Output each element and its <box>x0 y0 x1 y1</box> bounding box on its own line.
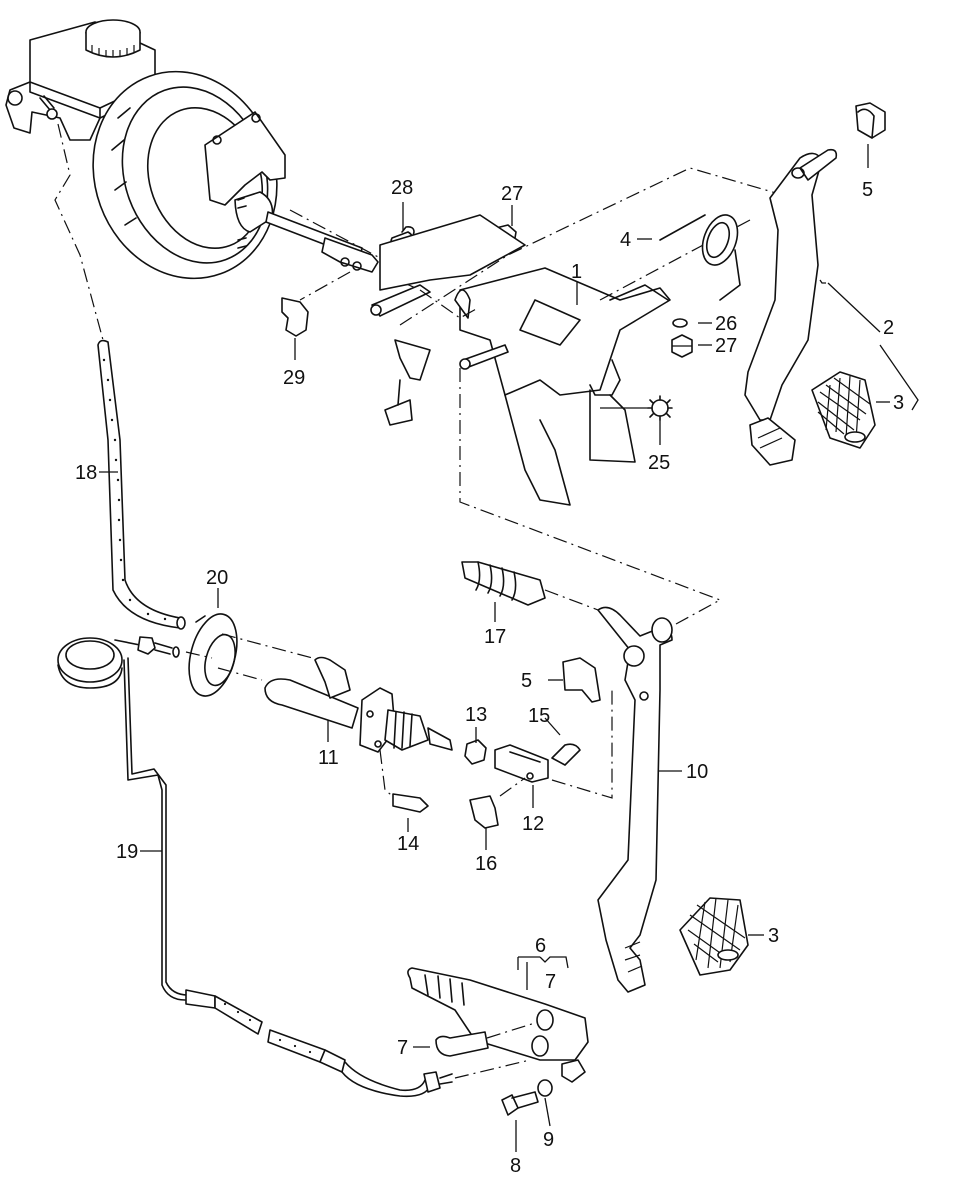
callout-28: 28 <box>391 177 413 199</box>
clip-16 <box>469 795 499 829</box>
callout-8: 8 <box>510 1155 521 1177</box>
callout-3-lower: 3 <box>768 925 779 947</box>
brake-servo <box>92 70 379 280</box>
bolt-14 <box>392 793 429 813</box>
callout-13: 13 <box>465 704 487 726</box>
washer-9 <box>537 1079 553 1097</box>
callout-11: 11 <box>318 747 339 769</box>
callout-29: 29 <box>283 367 305 389</box>
pressure-line-19 <box>57 636 453 1098</box>
bushing-4 <box>659 214 741 301</box>
bleed-valve <box>435 1031 489 1057</box>
leader-lines <box>99 144 890 1152</box>
callout-17: 17 <box>484 626 506 648</box>
callout-5-lower: 5 <box>521 670 532 692</box>
nut-27-lower <box>671 334 693 358</box>
callout-15: 15 <box>528 705 550 727</box>
clutch-pedal <box>597 606 673 993</box>
callout-16: 16 <box>475 853 497 875</box>
callout-4: 4 <box>620 229 631 251</box>
hose-18 <box>97 339 186 630</box>
callout-14: 14 <box>397 833 419 855</box>
slave-cylinder <box>407 967 589 1083</box>
callout-10: 10 <box>686 761 708 783</box>
brake-pedal <box>744 148 838 466</box>
callout-12: 12 <box>522 813 544 835</box>
callout-5-upper: 5 <box>862 179 873 201</box>
clip-5-upper <box>855 102 886 139</box>
pedal-bracket <box>370 214 671 506</box>
callout-6: 6 <box>535 935 546 957</box>
clutch-master-cylinder <box>264 656 453 753</box>
spring-17 <box>461 561 546 606</box>
nut-13 <box>464 739 487 765</box>
callout-19: 19 <box>116 841 138 863</box>
callout-2: 2 <box>883 317 894 339</box>
bolt-8 <box>501 1091 539 1116</box>
pin-15 <box>551 743 581 766</box>
callout-25: 25 <box>648 452 670 474</box>
callout-9: 9 <box>543 1129 554 1151</box>
callout-3-upper: 3 <box>893 392 904 414</box>
callout-27-lower: 27 <box>715 335 737 357</box>
callout-7-lower: 7 <box>397 1037 408 1059</box>
master-cylinder-reservoir <box>5 19 156 141</box>
clip-5-lower <box>562 657 601 703</box>
callout-20: 20 <box>206 567 228 589</box>
callout-18: 18 <box>75 462 97 484</box>
clip-29 <box>281 297 309 337</box>
grommet-20 <box>188 613 238 697</box>
pedal-pad-brake <box>811 371 876 449</box>
lock-washer-25 <box>600 395 673 421</box>
callout-26: 26 <box>715 313 737 335</box>
callout-7-upper: 7 <box>545 971 556 993</box>
pedal-pad-clutch <box>679 897 749 976</box>
callout-27-upper: 27 <box>501 183 523 205</box>
callout-labels: 28 27 29 1 4 5 26 27 2 3 25 18 20 17 5 1… <box>75 177 904 1177</box>
clevis-12 <box>494 744 549 783</box>
washer-26 <box>672 318 688 328</box>
callout-1: 1 <box>571 261 582 283</box>
